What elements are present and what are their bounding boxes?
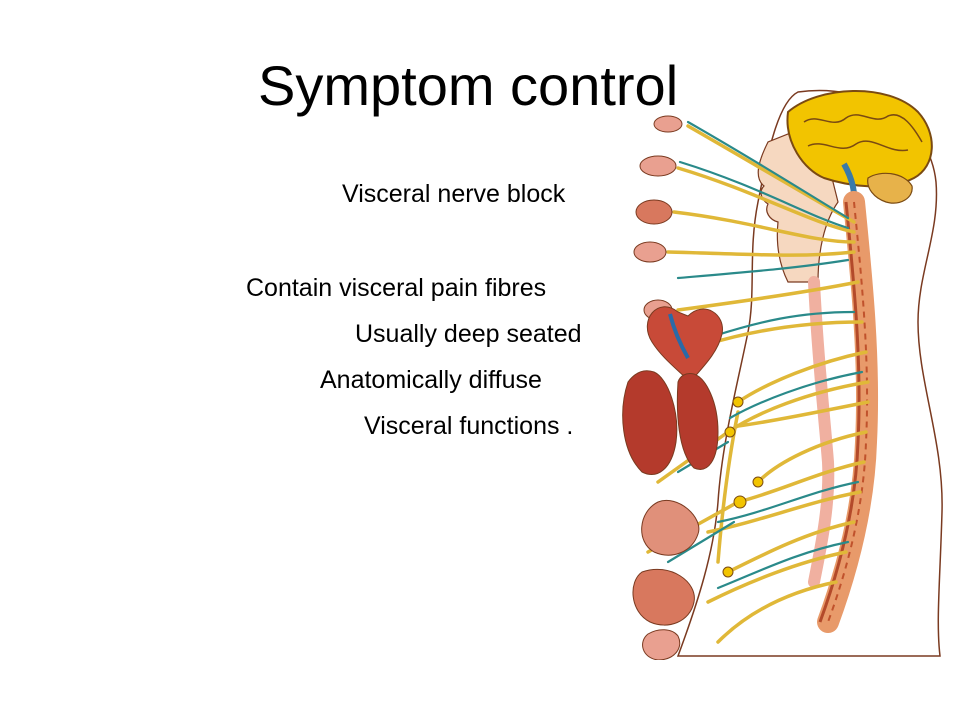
nervous-system-anatomy-illustration [622, 89, 943, 660]
nasal-organ [639, 155, 677, 177]
stomach [641, 499, 700, 556]
lungs [622, 370, 678, 475]
bladder [642, 629, 681, 660]
salivary-gland-2 [633, 241, 667, 263]
slide-title: Symptom control [258, 54, 679, 117]
intestines [632, 568, 695, 626]
bullet-deep-seated: Usually deep seated [355, 320, 582, 348]
bullet-visceral-functions: Visceral functions . [364, 412, 574, 440]
spinal-column [817, 191, 879, 633]
heart-vessels [668, 313, 690, 359]
aorta [808, 276, 835, 588]
cerebellum [867, 172, 913, 204]
eye-organ [653, 115, 683, 133]
brain-folds [803, 114, 923, 152]
vessels [666, 120, 864, 590]
bullet-anatomically-diffuse: Anatomically diffuse [320, 366, 542, 394]
salivary-gland [635, 199, 673, 225]
lungs-right [676, 373, 719, 470]
ganglia [722, 396, 764, 578]
organs [622, 115, 723, 660]
body-outline [676, 89, 943, 657]
bullet-visceral-pain-fibres: Contain visceral pain fibres [246, 274, 547, 302]
heart [646, 306, 723, 383]
slide-subtitle: Visceral nerve block [342, 180, 566, 208]
